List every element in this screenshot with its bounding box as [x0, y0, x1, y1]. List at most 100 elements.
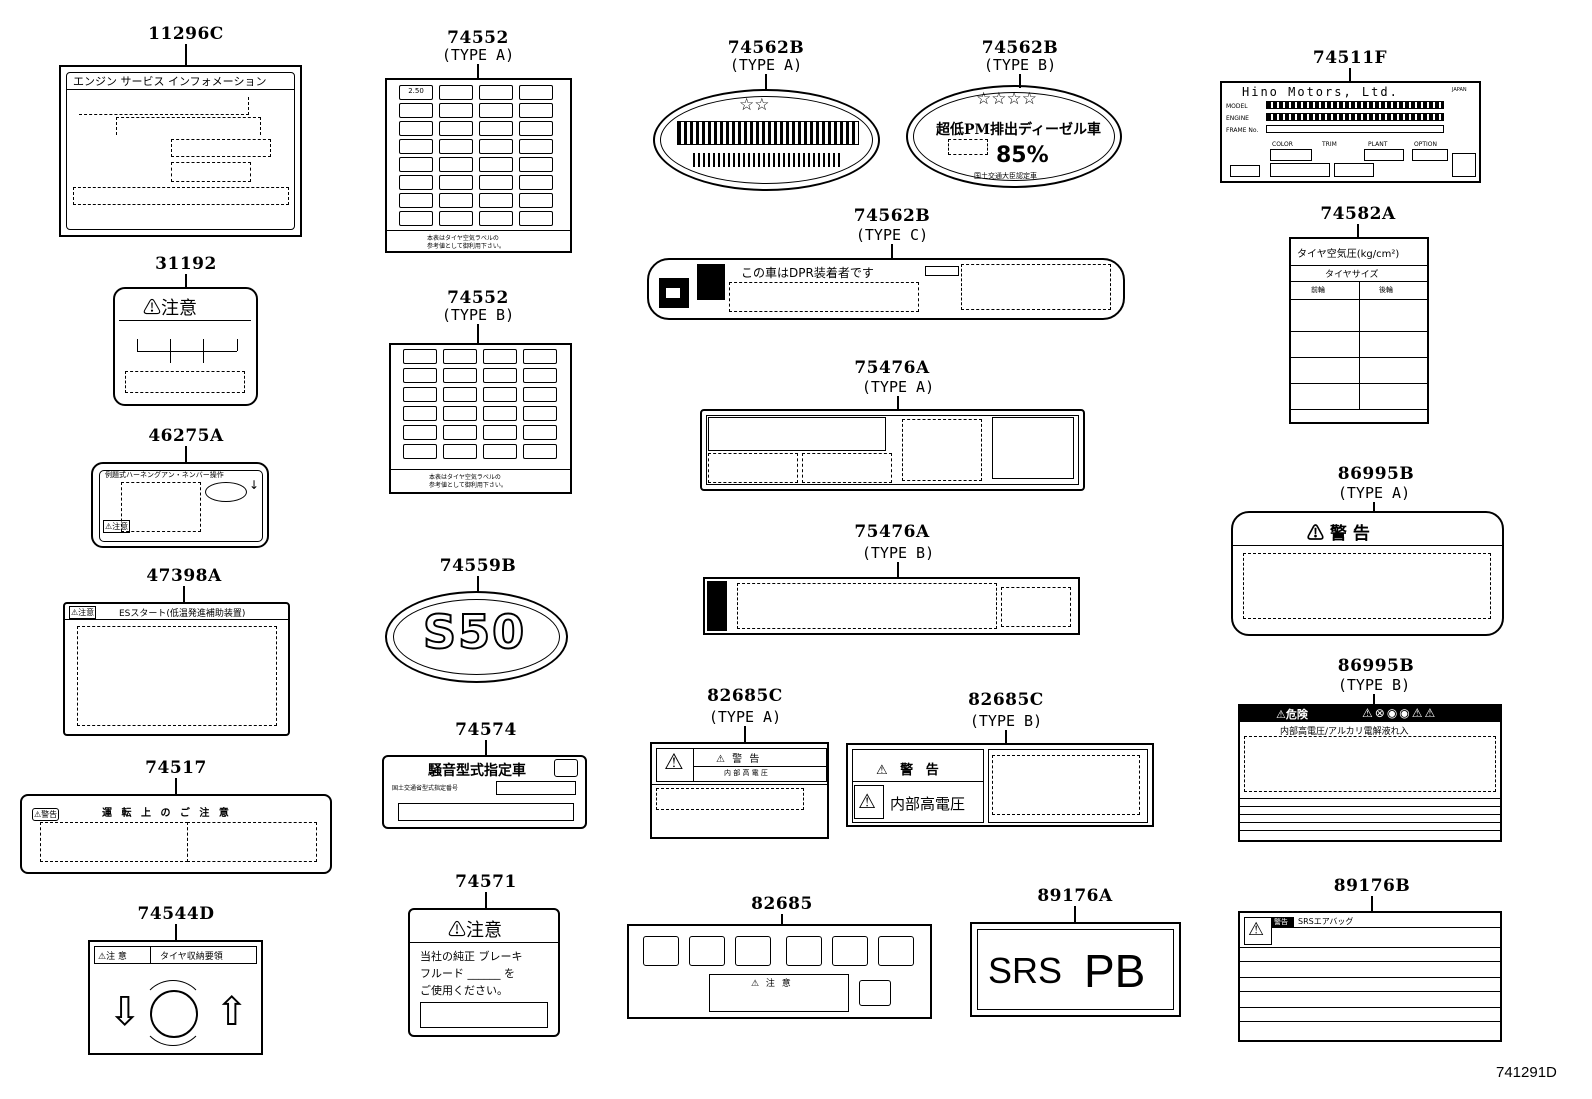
label-title: ESスタート(低温発進補助装置): [119, 609, 246, 619]
pressure-cell: [399, 193, 433, 208]
part-number-46275a: 46275A: [148, 426, 224, 446]
leader-line: [1005, 730, 1007, 744]
label-title: 運 転 上 の ご 注 意: [102, 808, 232, 819]
part-number-82685: 82685: [751, 894, 813, 914]
text-frame: [988, 749, 1148, 823]
text-block: [961, 264, 1111, 310]
symbol-box: [878, 936, 914, 966]
label-title: SRSエアバッグ: [1298, 917, 1354, 926]
text-block: [1244, 736, 1496, 792]
table-line: [1291, 357, 1427, 358]
text-block: [992, 755, 1140, 815]
label-title: ⚠ 警 告: [876, 763, 943, 778]
field-box: [1270, 149, 1312, 161]
field-value: [1266, 125, 1444, 133]
part-number-74552-b: 74552: [447, 288, 509, 308]
text-line: フルード ______ を: [420, 967, 515, 980]
hazard-icon-box: [1244, 917, 1272, 945]
label-82685c-type-a: ⚠ ⚠ 警 告 内 部 高 電 圧: [650, 742, 829, 839]
type-label: (TYPE B): [983, 56, 1057, 74]
diagram-id: 741291D: [1496, 1064, 1557, 1081]
text-panel: [708, 453, 798, 483]
label-sub: 国土交通省型式指定番号: [392, 785, 459, 792]
pressure-cell: [399, 121, 433, 136]
type-label: (TYPE B): [861, 544, 935, 562]
pressure-cell: [443, 444, 477, 459]
part-number-82685c-b: 82685C: [968, 690, 1044, 710]
hazard-icon-box: [656, 748, 694, 782]
header-frame: [852, 749, 984, 823]
type-label: (TYPE B): [1337, 676, 1411, 694]
pressure-cell: [403, 349, 437, 364]
number-box: [398, 803, 574, 821]
pressure-cell: [483, 425, 517, 440]
table-line: [1240, 1007, 1500, 1008]
label-footer: 国土交通大臣認定車: [974, 172, 1037, 180]
label-74544d: ⚠注 意 タイヤ収納要領 ⇩ ⇧: [88, 940, 263, 1055]
symbol-box: [643, 936, 679, 966]
label-82685: ⚠ 注 意: [627, 924, 932, 1019]
pressure-cell: [399, 139, 433, 154]
field-label: PLANT: [1368, 141, 1388, 148]
part-number-74562b-c: 74562B: [853, 206, 931, 226]
field-box: [1452, 153, 1476, 177]
pressure-cell: [523, 444, 557, 459]
part-number-74562b-b: 74562B: [981, 38, 1059, 58]
type-label: (TYPE B): [969, 712, 1043, 730]
star-icon: ☆☆☆☆: [976, 89, 1037, 109]
type-label: (TYPE A): [708, 708, 782, 726]
leader-line: [765, 74, 767, 90]
label-74562b-type-b: ☆☆☆☆ 超低PM排出ディーゼル車 85% 国土交通大臣認定車: [906, 85, 1122, 188]
part-number-86995b-b: 86995B: [1337, 656, 1415, 676]
pressure-cell: [519, 121, 553, 136]
leader-line: [185, 446, 187, 463]
divider: [387, 230, 570, 231]
pressure-cell: [399, 175, 433, 190]
field-label: FRAME No.: [1226, 127, 1259, 134]
field-label: TRIM: [1322, 141, 1337, 148]
table-line: [1240, 947, 1500, 948]
leader-line: [1371, 896, 1373, 912]
warning-tag: ⚠警告: [32, 808, 60, 821]
label-title: タイヤ収納要領: [160, 952, 223, 962]
leader-line: [477, 64, 479, 79]
pressure-cell: [399, 103, 433, 118]
text-block: [121, 482, 201, 532]
label-title: ⚠ 警 告: [1307, 524, 1370, 544]
pressure-cell: [403, 425, 437, 440]
symbol-box: [859, 980, 891, 1006]
text-block: [77, 626, 277, 726]
divider: [410, 942, 558, 943]
header-frame: [94, 946, 257, 964]
country: JAPAN: [1452, 87, 1467, 93]
pressure-cell: [479, 193, 513, 208]
part-number-74544d: 74544D: [137, 904, 215, 924]
label-82685c-type-b: ⚠ 警 告 ⚠ 内部高電圧: [846, 743, 1154, 827]
pressure-cell: [519, 175, 553, 190]
label-title: 超低PM排出ディーゼル車: [936, 122, 1102, 138]
field-value: [1266, 101, 1444, 109]
label-inner-frame: [977, 929, 1174, 1010]
pressure-cell: [399, 157, 433, 172]
type-label: (TYPE A): [861, 378, 935, 396]
pressure-cell: [479, 139, 513, 154]
part-number-74552-a: 74552: [447, 28, 509, 48]
star-icon: ☆☆: [739, 95, 770, 115]
pressure-cell: [403, 444, 437, 459]
illustration-panel: [992, 417, 1074, 479]
part-number-74571: 74571: [455, 872, 517, 892]
label-74552-type-b: 本表はタイヤ空気ラベルの 参考値として御利用下さい。: [389, 343, 572, 494]
pressure-cell: [523, 349, 557, 364]
rotation-arrows: [140, 980, 206, 1046]
label-47398a: ⚠注意 ESスタート(低温発進補助装置): [63, 602, 290, 736]
label-75476a-type-b: [703, 577, 1080, 635]
leader-line: [1349, 68, 1351, 82]
divider: [1291, 265, 1427, 266]
footer-line: 本表はタイヤ空気ラベルの: [429, 474, 501, 481]
label-74582a: タイヤ空気圧(kg/cm²) タイヤサイズ 前輪 後輪: [1289, 237, 1429, 424]
column-header: 前輪: [1311, 286, 1325, 294]
logo-block: [659, 278, 689, 308]
label-inner-frame: [66, 72, 295, 230]
leader-line: [175, 924, 177, 941]
pressure-cell: [523, 425, 557, 440]
